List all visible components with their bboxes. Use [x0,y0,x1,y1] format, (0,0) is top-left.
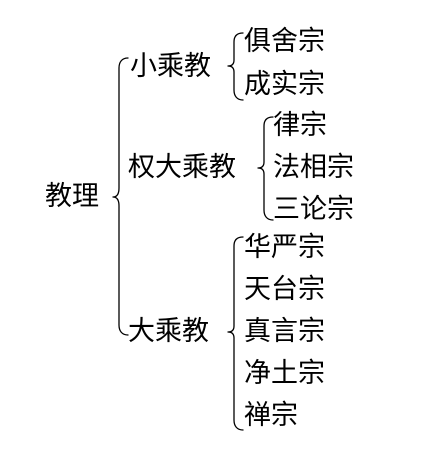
school-sanron: 三论宗 [273,194,354,225]
school-ritsu: 律宗 [273,110,327,141]
brace-mahayana [227,236,244,431]
school-jojitsu: 成实宗 [244,69,325,100]
root-label: 教理 [45,181,99,212]
school-shingon: 真言宗 [244,316,325,347]
branch-label-hinayana: 小乘教 [130,51,211,82]
school-tendai: 天台宗 [244,274,325,305]
branch-label-provisional-mahayana: 权大乘教 [128,152,236,183]
school-kegon: 华严宗 [244,232,325,263]
branch-label-mahayana: 大乘教 [128,316,209,347]
brace-hinayana [227,32,244,101]
brace-provisional-mahayana [257,116,274,221]
school-hosso: 法相宗 [273,152,354,183]
school-kusha: 俱舍宗 [244,26,325,57]
root-brace [112,57,129,336]
school-zen: 禅宗 [244,400,298,431]
school-jodo: 净土宗 [244,358,325,389]
